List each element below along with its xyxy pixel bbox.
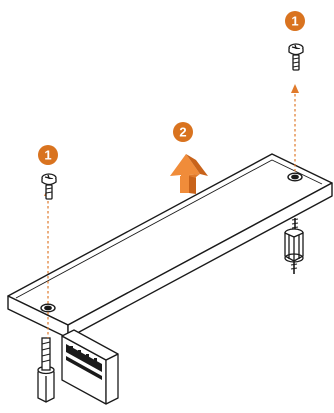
step-number-right: 1 <box>291 14 298 29</box>
step-number-left: 1 <box>44 148 51 163</box>
screw-right <box>289 44 303 70</box>
connector-body-side <box>106 354 118 404</box>
step-badge-right: 1 <box>285 11 305 31</box>
standoff-icon <box>285 218 303 274</box>
guide-arrowhead-right <box>291 84 299 93</box>
plate-hole-right-inner <box>292 175 298 178</box>
step-number-center: 2 <box>179 125 186 140</box>
step-badge-center: 2 <box>173 122 193 142</box>
m2-connector <box>62 330 118 404</box>
step-badge-left: 1 <box>38 145 58 165</box>
screw-left <box>42 174 56 199</box>
up-arrow-icon <box>170 154 208 194</box>
standoff-left <box>38 338 54 402</box>
plate-hole-left-inner <box>45 306 51 309</box>
